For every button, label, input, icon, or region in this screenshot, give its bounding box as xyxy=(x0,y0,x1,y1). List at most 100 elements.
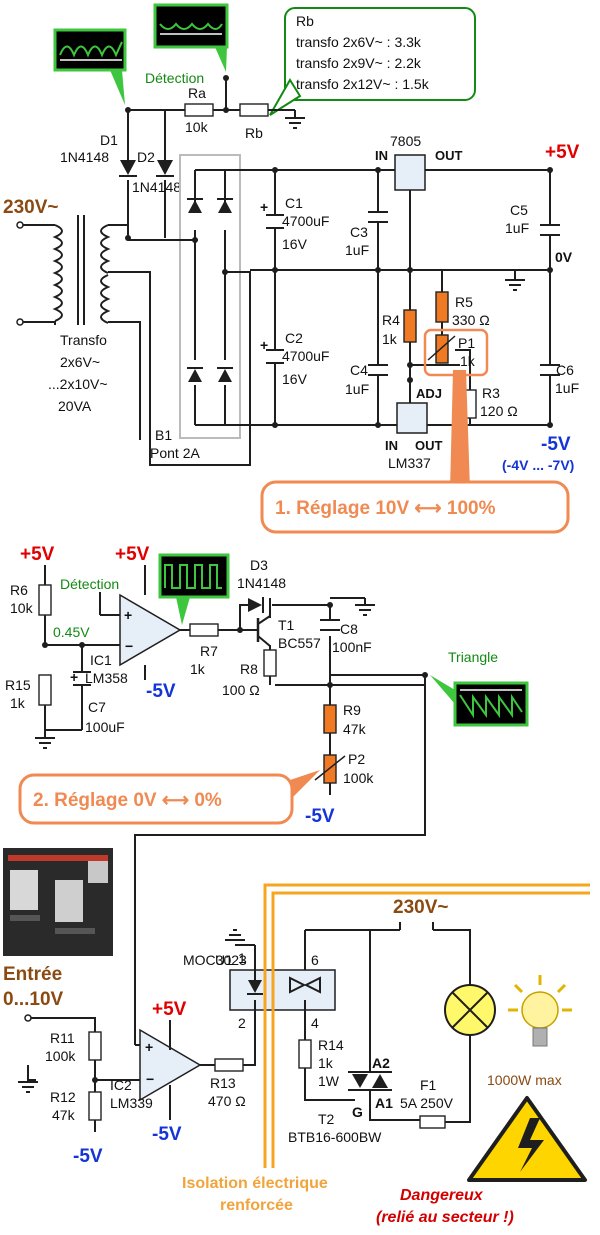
label-b1-value: Pont 2A xyxy=(150,445,200,461)
label-7805: 7805 xyxy=(390,133,421,149)
resistor-r15 xyxy=(38,674,52,706)
resistor-rb xyxy=(239,103,269,117)
label-a2: A2 xyxy=(372,1055,390,1071)
label-adj: ADJ xyxy=(416,386,442,401)
high-voltage-warning-icon xyxy=(467,1096,587,1182)
label-plus5-ic1: +5V xyxy=(115,544,150,565)
label-c5: C5 xyxy=(510,202,528,218)
label-r4-value: 1k xyxy=(382,331,398,347)
label-detection-top: Détection xyxy=(145,70,204,86)
label-transfo: Transfo xyxy=(60,332,107,348)
label-adjust1: 1. Réglage 10V ⟷ 100% xyxy=(275,498,496,519)
label-b1: B1 xyxy=(155,427,172,443)
label-isolation-line2: renforcée xyxy=(220,1197,293,1214)
ground-symbol-top xyxy=(285,110,305,129)
label-minus5-top: -5V xyxy=(541,434,571,455)
resistor-r8 xyxy=(263,649,277,677)
label-r11-value: 100k xyxy=(45,1048,76,1064)
label-d1-value: 1N4148 xyxy=(60,149,109,165)
label-c4: C4 xyxy=(350,362,368,378)
label-minus5-ic1: -5V xyxy=(146,681,176,702)
scope-detection-wave xyxy=(153,3,229,72)
label-transfo-v1: 2x6V~ xyxy=(60,354,100,370)
svg-text:+: + xyxy=(145,1039,153,1055)
resistor-r13 xyxy=(214,1058,244,1072)
regulator-7805 xyxy=(394,154,426,191)
label-230v-input: 230V~ xyxy=(3,197,58,218)
label-r14-power: 1W xyxy=(318,1073,340,1089)
label-danger-line1: Dangereux xyxy=(400,1187,484,1204)
label-c6-value: 1uF xyxy=(555,380,579,396)
label-d1: D1 xyxy=(100,132,118,148)
label-r9-value: 47k xyxy=(343,721,367,737)
ground-symbol-input xyxy=(18,1075,38,1093)
label-f1-value: 5A 250V xyxy=(400,1095,454,1111)
adjust2-callout xyxy=(18,773,294,825)
label-r3-value: 120 Ω xyxy=(480,403,518,419)
label-c7-value: 100uF xyxy=(85,719,125,735)
scope-triangle-wave xyxy=(430,675,529,727)
rb-box-title: Rb xyxy=(296,13,314,29)
label-c1-value: 4700uF xyxy=(282,213,329,229)
scope-square-wave xyxy=(158,553,230,625)
label-r4: R4 xyxy=(382,312,400,328)
scope-rectified-wave xyxy=(53,28,127,105)
label-u1: U1 xyxy=(215,952,233,968)
ground-symbol-mid xyxy=(505,270,525,291)
rb-info-box: Rb transfo 2x6V~ : 3.3k transfo 2x9V~ : … xyxy=(269,7,476,116)
label-r14-value: 1k xyxy=(318,1055,334,1071)
label-c8-value: 100nF xyxy=(332,639,372,655)
label-minus5-ic2: -5V xyxy=(152,1124,182,1145)
transistor-t1 xyxy=(255,615,271,647)
label-c8: C8 xyxy=(340,621,358,637)
label-ic2-value: LM339 xyxy=(110,1095,153,1111)
isolation-barrier xyxy=(263,883,590,1168)
svg-text:+: + xyxy=(124,607,132,623)
label-r6-value: 10k xyxy=(10,600,34,616)
label-230v-output: 230V~ xyxy=(393,897,448,918)
label-045v: 0.45V xyxy=(53,624,90,640)
label-r13: R13 xyxy=(210,1075,236,1091)
label-isolation-line1: Isolation électrique xyxy=(182,1175,328,1192)
label-gate: G xyxy=(352,1104,363,1120)
rb-box-line1: transfo 2x6V~ : 3.3k xyxy=(296,34,422,50)
label-ra: Ra xyxy=(188,85,206,101)
diode-d2 xyxy=(157,160,173,175)
label-plus5-r6: +5V xyxy=(20,544,55,565)
diode-d1 xyxy=(120,160,136,175)
lightbulb-icon xyxy=(508,975,572,1047)
label-minus-range: (-4V ... -7V) xyxy=(502,457,574,473)
label-r11: R11 xyxy=(50,1030,75,1046)
bridge-rectifier-b1 xyxy=(179,154,550,439)
label-p1-value: 1k xyxy=(460,353,476,369)
label-r5: R5 xyxy=(455,294,473,310)
label-t2-value: BTB16-600BW xyxy=(288,1129,382,1145)
p1-highlight xyxy=(423,328,489,377)
resistor-r6 xyxy=(38,584,52,616)
label-minus5-p2: -5V xyxy=(305,806,335,827)
resistor-r9 xyxy=(323,704,337,734)
label-0v: 0V xyxy=(555,249,573,265)
label-danger-line2: (relié au secteur !) xyxy=(376,1209,514,1226)
mixer-fader-photo xyxy=(3,848,113,956)
label-c2-voltage: 16V xyxy=(282,371,308,387)
label-r6: R6 xyxy=(10,582,28,598)
potentiometer-p2 xyxy=(323,754,337,784)
label-r7: R7 xyxy=(200,643,218,659)
label-adjust2: 2. Réglage 0V ⟷ 0% xyxy=(33,790,222,811)
label-p1: P1 xyxy=(458,335,475,351)
label-p2: P2 xyxy=(348,751,365,767)
label-c2-value: 4700uF xyxy=(282,348,329,364)
label-r8-value: 100 Ω xyxy=(222,682,260,698)
adjust2-pointer xyxy=(290,770,320,800)
ground-symbol-c8 xyxy=(355,604,375,616)
label-c4-value: 1uF xyxy=(345,381,369,397)
label-c7: C7 xyxy=(88,699,106,715)
label-d3-value: 1N4148 xyxy=(237,575,286,591)
label-d3: D3 xyxy=(250,557,268,573)
label-r3: R3 xyxy=(482,385,500,401)
label-triangle: Triangle xyxy=(448,649,498,665)
label-t1-value: BC557 xyxy=(278,635,321,651)
lamp xyxy=(444,984,496,1036)
label-ic1: IC1 xyxy=(90,652,112,668)
